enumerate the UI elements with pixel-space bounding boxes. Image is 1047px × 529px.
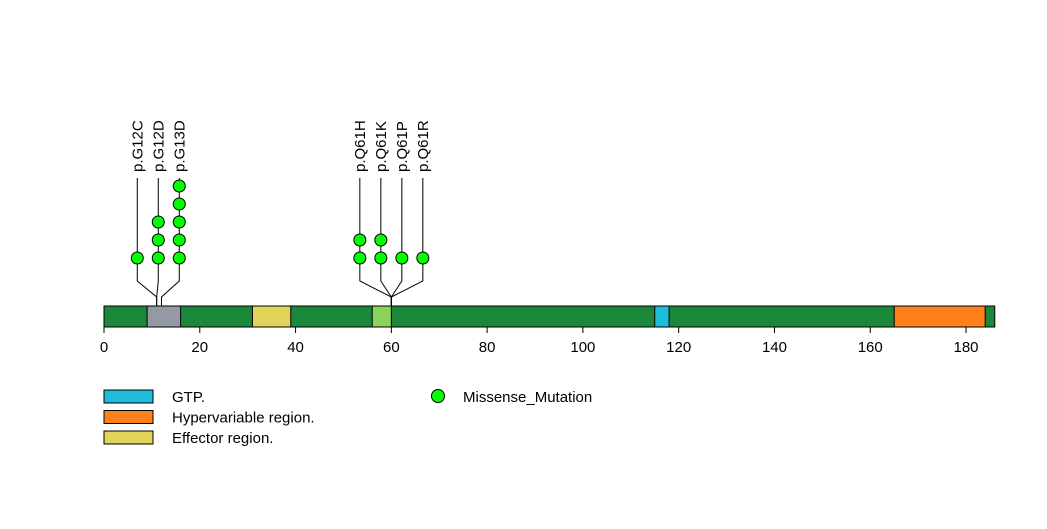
mutation-point (172, 197, 186, 211)
x-tick-label: 60 (383, 339, 400, 356)
mutation-point (130, 251, 144, 265)
legend-label: GTP. (172, 389, 205, 406)
mutation-point (151, 233, 165, 247)
mutation-stem (390, 178, 403, 306)
mutation-point (172, 215, 186, 229)
domain-region-2 (371, 305, 392, 328)
x-tick-label: 140 (762, 339, 787, 356)
mutation-point (151, 251, 165, 265)
x-tick-label: 160 (858, 339, 883, 356)
legend-mutation-marker (431, 389, 445, 403)
legend-swatch (103, 430, 154, 445)
mutation-point (172, 179, 186, 193)
mutation-point (395, 251, 409, 265)
mutation-point (374, 233, 388, 247)
domain-hypervariable-region (893, 305, 986, 328)
mutation-label: p.Q61P (394, 121, 411, 172)
x-tick-label: 80 (479, 339, 496, 356)
mutation-stem (390, 178, 424, 306)
mutation-stem (156, 178, 159, 306)
mutation-point (416, 251, 430, 265)
mutation-label: p.Q61K (373, 121, 390, 172)
domain-gtp (654, 305, 670, 328)
legend-swatch (103, 389, 154, 404)
x-tick-label: 120 (666, 339, 691, 356)
domain-region-0 (146, 305, 182, 328)
mutation-point (353, 233, 367, 247)
mutation-point (172, 233, 186, 247)
legend-swatch (103, 410, 154, 424)
x-tick-label: 100 (570, 339, 595, 356)
domain-effector-region (251, 305, 292, 328)
x-tick-label: 20 (191, 339, 208, 356)
x-tick-label: 40 (287, 339, 304, 356)
legend-label: Missense_Mutation (463, 389, 592, 406)
mutation-stem (160, 178, 180, 306)
mutation-point (172, 251, 186, 265)
mutation-point (374, 251, 388, 265)
protein-backbone (103, 305, 996, 328)
legend-label: Effector region. (172, 430, 273, 447)
x-tick-label: 0 (100, 339, 108, 356)
legend-label: Hypervariable region. (172, 410, 315, 427)
mutation-point (151, 215, 165, 229)
mutation-label: p.Q61H (352, 120, 369, 172)
mutation-label: p.G13D (171, 120, 188, 172)
mutation-label: p.G12D (150, 120, 167, 172)
mutation-label: p.G12C (129, 120, 146, 172)
mutation-point (353, 251, 367, 265)
mutation-label: p.Q61R (415, 120, 432, 172)
x-tick-label: 180 (954, 339, 979, 356)
